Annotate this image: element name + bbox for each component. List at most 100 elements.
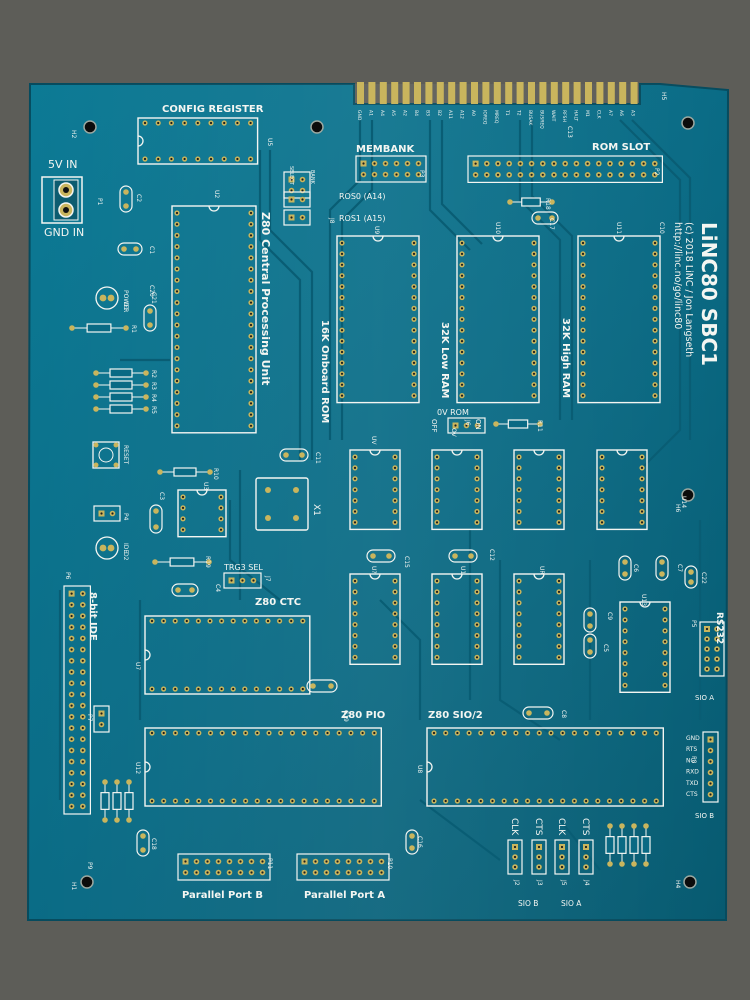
ctc-socket — [144, 615, 311, 695]
gold-finger — [368, 82, 376, 104]
resistor-r4 — [93, 392, 149, 402]
edge-signal-label: CLK — [595, 110, 601, 120]
resistor-r8 — [124, 779, 134, 823]
logic-chip-6 — [431, 573, 483, 666]
ref-r2: R2 — [150, 370, 157, 378]
capacitor-c18 — [136, 829, 150, 857]
parallel-b-header — [177, 853, 271, 881]
ov-rom-jumper — [447, 417, 486, 434]
edge-signal-label: IOREQ — [481, 110, 487, 125]
ref-uv: UV — [370, 436, 377, 445]
sio-a-label: SIO A — [695, 694, 714, 702]
capacitor-c11 — [279, 448, 309, 462]
ref-c4: C4 — [214, 584, 221, 592]
mounting-hole — [310, 120, 324, 134]
ref-p3: P3 — [418, 170, 425, 178]
ref-r1: R1 — [130, 325, 137, 333]
pio-socket — [144, 727, 383, 807]
ref-c9: C9 — [606, 612, 613, 620]
parallel-a-header — [296, 853, 390, 881]
select-label: SELECT — [288, 166, 294, 186]
capacitor-c2 — [119, 185, 133, 213]
clk-jumper-2 — [554, 839, 570, 875]
sio-pin-label: GND — [686, 735, 700, 742]
cts-jumper-1 — [531, 839, 547, 875]
gold-finger — [550, 82, 558, 104]
gold-finger — [471, 82, 478, 104]
resistor-r15 — [641, 823, 651, 867]
gold-finger — [493, 82, 501, 104]
reference-designators: U2 U5 U9 U10 U11 U3 U7 U8 U12 U1 U13 U14… — [64, 92, 707, 891]
power-led — [95, 286, 119, 310]
ref-c17: C17 — [548, 218, 555, 230]
ov-rom-label: 0V ROM — [437, 408, 469, 417]
edge-signal-label: B4 — [413, 110, 419, 116]
ref-c5: C5 — [602, 644, 609, 652]
u3-chip — [177, 489, 227, 538]
gold-finger — [516, 82, 524, 104]
ros0-jumper — [283, 191, 311, 208]
edge-signal-label: RFSH — [561, 110, 567, 122]
ref-p4: P4 — [122, 513, 129, 521]
ref-d1: D1 — [122, 302, 129, 311]
ref-h6: H6 — [674, 504, 681, 513]
cts-label-2: CTS — [580, 818, 590, 836]
ref-c22: C22 — [700, 572, 707, 584]
resistor-r12 — [605, 823, 615, 867]
board-url: http://linc.no/go/linc80 — [672, 222, 683, 329]
gold-finger — [630, 82, 638, 104]
capacitor-c1 — [117, 242, 143, 256]
parallel-a-label: Parallel Port A — [304, 890, 385, 901]
ref-u1: U1 — [459, 566, 466, 574]
gold-finger — [596, 82, 604, 104]
sio-pin-label: CTS — [686, 791, 698, 798]
ref-p9: P9 — [86, 862, 93, 870]
ref-ov: OV — [450, 428, 457, 438]
board-title: LiNC80 SBC1 — [697, 222, 721, 366]
resistor-r7 — [112, 779, 122, 823]
off-label: OFF — [430, 419, 438, 433]
mounting-hole — [683, 875, 697, 889]
ref-c11: C11 — [314, 452, 321, 464]
sio-pin-label: TXD — [685, 780, 699, 787]
edge-signal-label: A1 — [367, 110, 373, 116]
ram-low-label: 32K Low RAM — [439, 322, 450, 399]
ref-p5: P5 — [690, 620, 697, 628]
ros1-label: ROS1 (A15) — [339, 214, 385, 223]
edge-signal-label: A7 — [607, 110, 613, 116]
select-header — [283, 171, 311, 199]
ram-high-label: 32K High RAM — [560, 318, 571, 398]
logic-chip-1 — [349, 449, 401, 531]
cts-label-1: CTS — [533, 818, 543, 836]
ref-p6: P6 — [64, 572, 71, 580]
mounting-holes — [80, 116, 697, 889]
clk-jumper-1 — [507, 839, 523, 875]
mounting-hole — [80, 875, 94, 889]
capacitor-c19 — [306, 679, 338, 693]
sio-pin-label: RTS — [686, 746, 697, 753]
gold-finger — [391, 82, 399, 104]
reset-label: RESET — [122, 445, 129, 465]
ref-p11: P11 — [266, 858, 273, 869]
sio-b-label: SIO B — [695, 812, 714, 820]
ref-h5: H5 — [660, 92, 667, 101]
ctc-label: Z80 CTC — [255, 597, 301, 608]
ref-u7: U7 — [134, 662, 141, 670]
resistor-r14 — [629, 823, 639, 867]
power-led-label: POWER — [122, 290, 129, 312]
ref-ur: UR — [538, 566, 545, 575]
ref-c18: C18 — [150, 838, 157, 850]
ref-u11: U11 — [615, 222, 622, 234]
cts-jumper-2 — [578, 839, 594, 875]
ref-c2: C2 — [135, 194, 142, 202]
crystal-label: X1 — [311, 504, 321, 516]
crystal-footprint — [255, 477, 309, 531]
gnd-in-label: GND IN — [44, 226, 84, 239]
cpu-socket — [171, 205, 257, 434]
capacitor-c7 — [655, 555, 669, 581]
ref-ua: U? — [370, 566, 377, 574]
gold-finger — [379, 82, 387, 104]
